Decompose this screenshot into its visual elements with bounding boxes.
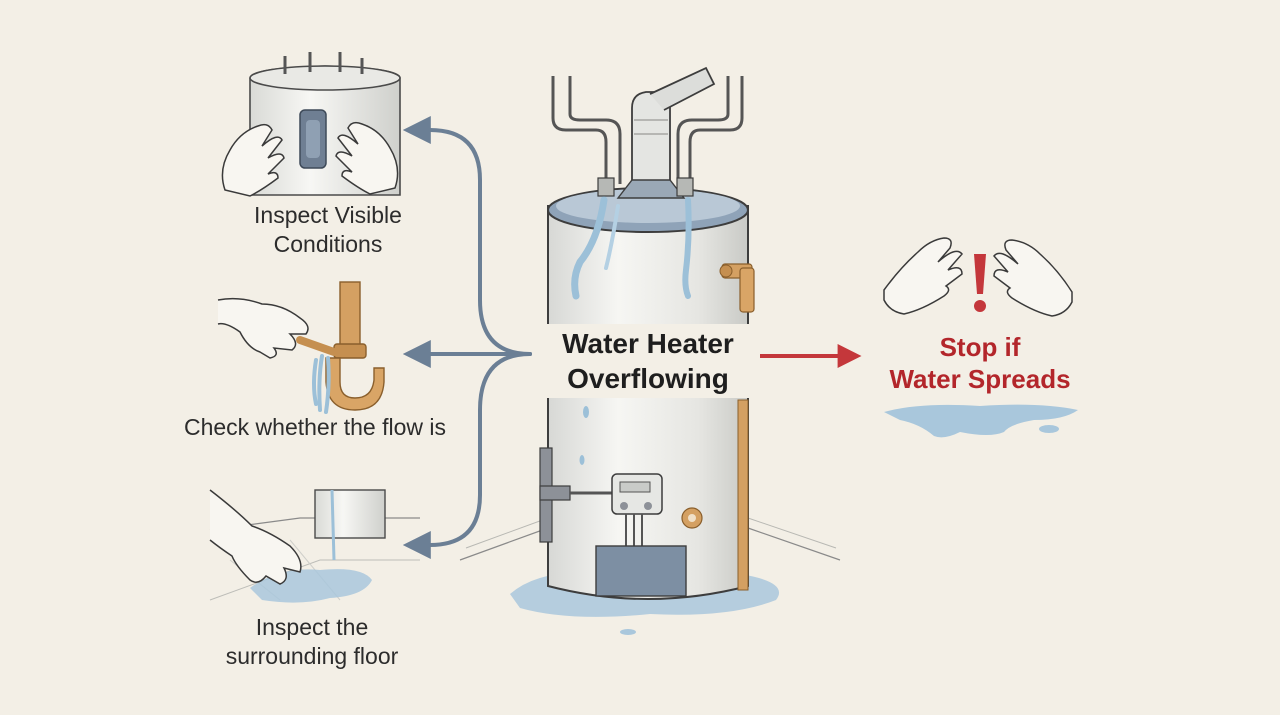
center-title-line: Water Heater — [562, 328, 734, 359]
hand-on-valve-icon — [217, 281, 385, 414]
step-label-line: Conditions — [273, 231, 383, 257]
center-title-line: Overflowing — [567, 363, 729, 394]
step-inspect-visible-conditions: Inspect Visible Conditions — [210, 201, 446, 259]
step-label-line: Inspect Visible — [254, 202, 402, 228]
water-heater-icon — [459, 66, 841, 635]
raised-hands-icon — [883, 237, 1073, 317]
hands-on-tank-icon — [221, 52, 401, 197]
step-label-line: surrounding floor — [225, 643, 399, 669]
hand-on-wet-floor-icon — [209, 489, 420, 603]
warning-label-line: Stop if — [939, 332, 1021, 362]
step-label-line: Inspect the — [255, 614, 369, 640]
step-check-flow: Check whether the flow is — [170, 413, 460, 442]
step-inspect-surrounding-floor: Inspect the surrounding floor — [200, 613, 424, 671]
center-title: Water Heater Overflowing — [536, 324, 760, 398]
warning-label-line: Water Spreads — [889, 364, 1071, 394]
step-label-line: Check whether the flow is — [183, 414, 447, 440]
warning-label: Stop if Water Spreads — [874, 331, 1086, 395]
exclamation-icon — [974, 254, 986, 312]
connector-arrows — [402, 116, 532, 559]
puddle-icon — [884, 404, 1078, 438]
